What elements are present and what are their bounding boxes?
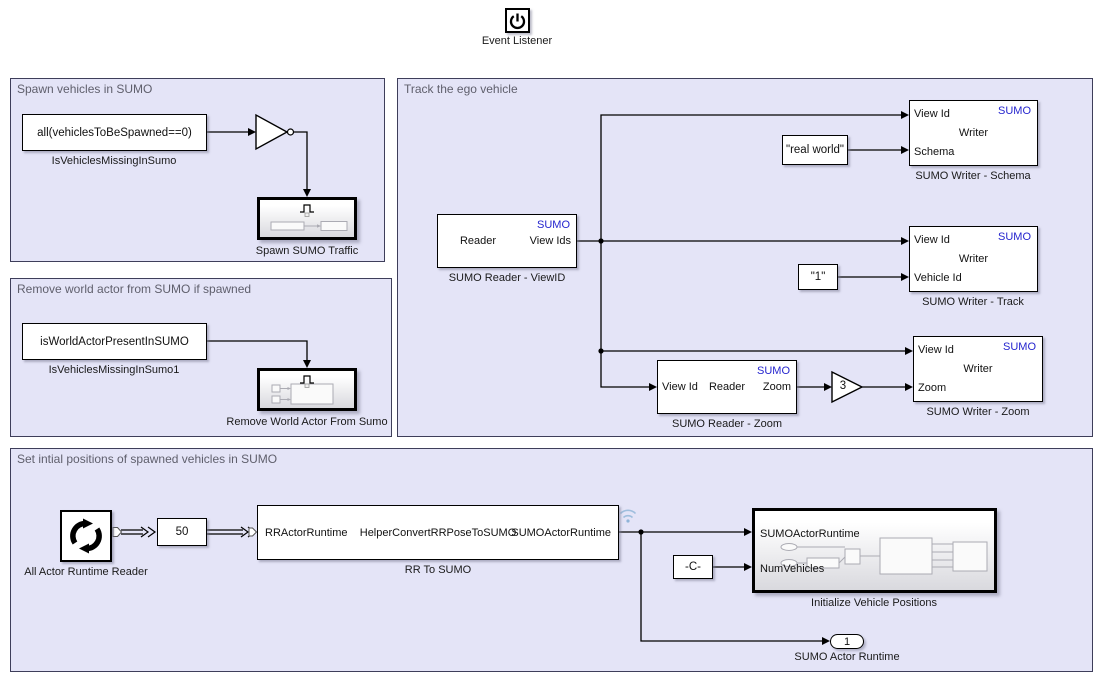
block-label: RR To SUMO [404,564,472,576]
sumo-tag: SUMO [757,365,790,377]
port-label: SUMOActorRuntime [511,526,611,539]
region-title: Track the ego vehicle [404,82,518,96]
port-label: NumVehicles [760,563,825,575]
port-label: HelperConvertRRPoseToSUMO [359,526,517,539]
port-label: Reader [459,235,497,247]
constant-value: "real world" [785,144,845,156]
port-label: View Id [914,108,950,120]
sumo-writer-zoom-block[interactable]: SUMO View Id Writer Zoom [913,336,1043,402]
port-label: Reader [708,381,746,393]
sumo-reader-viewid-block[interactable]: SUMO Reader View Ids [437,214,577,268]
port-label: View Id [662,381,698,393]
power-icon [509,13,526,30]
sumo-tag: SUMO [1003,341,1036,353]
block-label: Initialize Vehicle Positions [811,597,937,609]
region-spawn-vehicles[interactable]: Spawn vehicles in SUMO [10,78,385,262]
constant-value: -C- [685,561,701,573]
block-label: IsVehiclesMissingInSumo1 [48,364,180,376]
spawn-sumo-traffic-block[interactable] [257,197,357,240]
refresh-icon [70,518,102,554]
remove-world-actor-block[interactable] [257,368,357,411]
port-label: SUMOActorRuntime [760,528,860,540]
block-label: SUMO Writer - Track [922,296,1024,308]
block-label: SUMO Writer - Zoom [926,406,1030,418]
block-label: SUMO Writer - Schema [915,170,1031,182]
initialize-vehicle-positions-block[interactable]: SUMOActorRuntime NumVehicles [752,508,997,593]
block-label: All Actor Runtime Reader [24,566,148,578]
rr-to-sumo-block[interactable]: RRActorRuntime HelperConvertRRPoseToSUMO… [257,505,619,560]
sumo-tag: SUMO [998,105,1031,117]
sumo-writer-track-block[interactable]: SUMO View Id Writer Vehicle Id [909,226,1038,292]
sumo-tag: SUMO [537,219,570,231]
trigger-port-icon [298,372,316,394]
trigger-port-icon [298,201,316,223]
port-label: Zoom [918,382,947,394]
sumo-actor-runtime-outport[interactable]: 1 [830,634,864,649]
block-label: Remove World Actor From Sumo [226,416,388,428]
port-label: Vehicle Id [914,272,962,284]
one-constant-block[interactable]: "1" [798,264,838,290]
sumo-writer-schema-block[interactable]: SUMO View Id Writer Schema [909,100,1038,166]
region-title: Set intial positions of spawned vehicles… [17,452,278,466]
port-label: View Id [918,344,954,356]
port-label: RRActorRuntime [265,526,348,539]
block-label: IsVehiclesMissingInSumo [51,155,177,167]
is-vehicles-missing-block[interactable]: all(vehiclesToBeSpawned==0) [22,114,207,151]
region-title: Spawn vehicles in SUMO [17,82,153,96]
outport-number: 1 [843,635,851,648]
port-label: Writer [958,127,989,139]
region-title: Remove world actor from SUMO if spawned [17,282,252,296]
sumo-tag: SUMO [998,231,1031,243]
port-label: Writer [963,363,993,375]
c-constant-block[interactable]: -C- [673,555,713,579]
port-label: Writer [958,253,989,265]
event-listener-block[interactable] [505,8,530,33]
subsystem-preview [271,383,334,405]
block-label: SUMO Reader - Zoom [671,418,783,430]
sumo-reader-zoom-block[interactable]: SUMO View Id Reader Zoom [657,360,797,414]
port-label: Zoom [762,381,791,393]
constant-value: 50 [175,526,189,538]
expression-text: isWorldActorPresentInSUMO [40,335,189,348]
block-label: SUMO Actor Runtime [794,651,900,663]
real-world-constant-block[interactable]: "real world" [782,135,848,165]
all-actor-runtime-reader-block[interactable] [60,510,112,562]
gain-value: 3 [839,380,847,392]
subsystem-preview [780,537,988,575]
block-label: Spawn SUMO Traffic [255,245,359,257]
expression-text: all(vehiclesToBeSpawned==0) [37,126,192,139]
subsystem-preview [270,221,348,231]
fifty-constant-block[interactable]: 50 [157,518,207,546]
port-label: Schema [914,146,955,158]
port-label: View Id [914,234,950,246]
constant-value: "1" [810,271,826,283]
port-label: View Ids [529,235,571,247]
block-label: SUMO Reader - ViewID [448,272,566,284]
block-label: Event Listener [481,35,553,47]
is-world-actor-present-block[interactable]: isWorldActorPresentInSUMO [22,323,207,360]
